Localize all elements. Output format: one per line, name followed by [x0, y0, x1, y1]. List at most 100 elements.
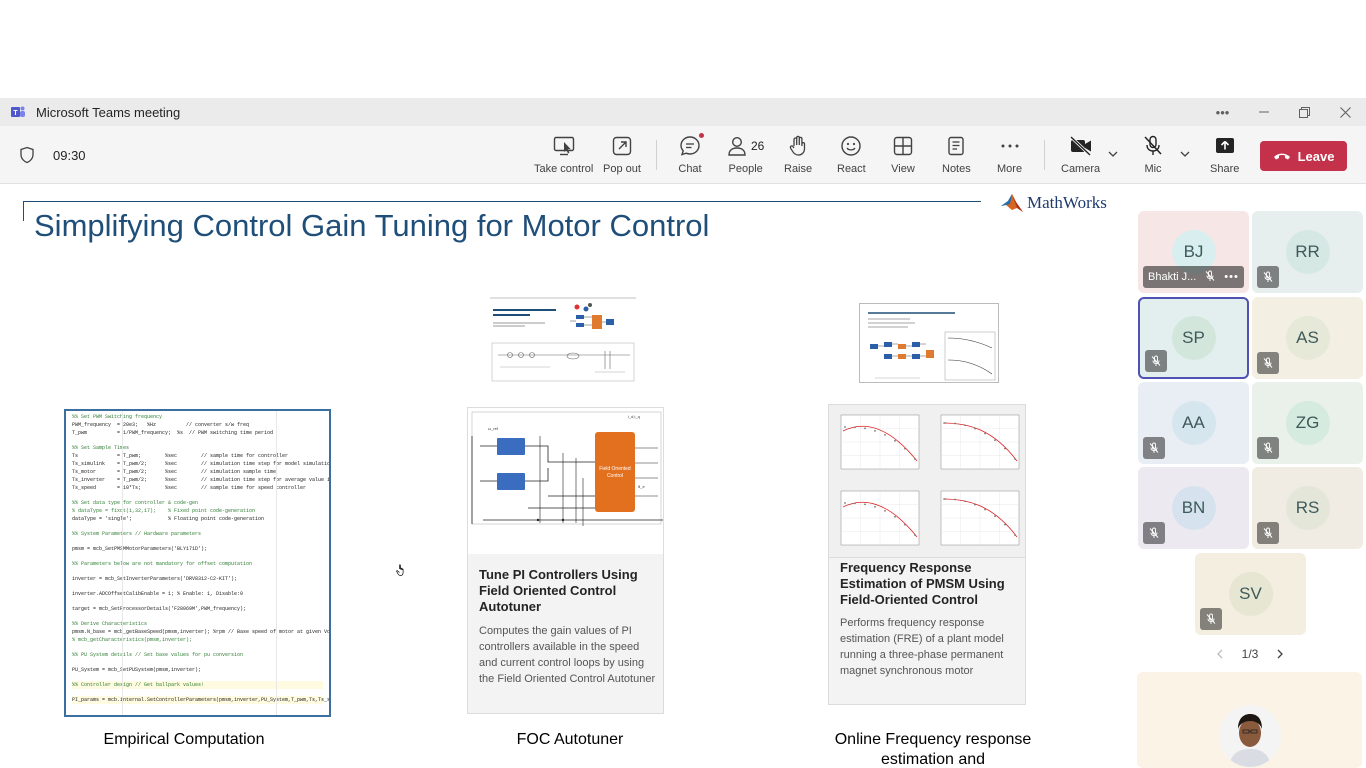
restore-button[interactable] [1284, 98, 1325, 126]
bode-subplot [840, 490, 920, 546]
participant-tile[interactable]: RS [1252, 467, 1363, 549]
code-line: Ts_simulink = T_pwm/2; %sec // simulatio… [72, 461, 331, 467]
code-line: %% PU System details // Set base values … [72, 652, 244, 658]
notes-button[interactable]: Notes [942, 134, 971, 178]
mouse-cursor-icon [396, 564, 404, 576]
chat-unread-badge [698, 132, 705, 139]
camera-options-chevron-down-icon[interactable] [1107, 148, 1119, 160]
bode-plot-grid-graphic [840, 414, 1020, 546]
code-blank-line [72, 674, 323, 681]
take-control-icon [553, 136, 574, 156]
next-page-chevron-icon[interactable] [1275, 648, 1285, 660]
participant-muted-badge [1145, 350, 1167, 372]
pop-out-button[interactable]: Pop out [603, 134, 641, 178]
more-icon [1001, 144, 1019, 148]
mic-off-icon [1206, 613, 1216, 624]
camera-off-icon [1069, 135, 1091, 157]
slide-title-rule [23, 201, 981, 202]
code-line: T_pwm = 1/PWM_frequency; %s // PWM switc… [72, 430, 274, 436]
participant-initials-avatar: ZG [1285, 401, 1330, 445]
chat-icon [680, 136, 700, 156]
share-label: Share [1210, 163, 1240, 175]
mathworks-membrane-icon [1001, 194, 1023, 212]
participant-name: Bhakti J... [1148, 271, 1197, 283]
person-avatar-icon [1219, 705, 1281, 767]
leave-button[interactable]: Leave [1260, 141, 1347, 171]
participant-mic-status [1204, 270, 1216, 285]
view-button[interactable]: View [891, 134, 915, 178]
bode-subplot [940, 414, 1020, 470]
camera-label: Camera [1061, 163, 1101, 175]
teams-logo-icon: T [11, 106, 25, 117]
bode-subplot [840, 414, 920, 470]
code-blank-line [72, 523, 323, 530]
raise-label: Raise [784, 163, 813, 175]
camera-button[interactable]: Camera [1061, 134, 1100, 178]
code-blank-line [72, 568, 323, 575]
self-avatar-photo [1219, 705, 1281, 767]
code-blank-line [72, 689, 323, 696]
self-video-tile[interactable] [1137, 672, 1362, 768]
raise-hand-icon [789, 135, 806, 156]
foc-card-description: Computes the gain values of PI controlle… [479, 625, 656, 685]
participant-tile[interactable]: RR [1252, 211, 1363, 293]
notes-label: Notes [942, 163, 971, 175]
chat-button[interactable]: Chat [678, 132, 705, 178]
foc-block-diagram-graphic: Field Oriented Control ω_ref i_d,i_q θ_e [468, 408, 663, 554]
participant-more-icon[interactable]: ••• [1224, 271, 1239, 283]
simulink-model-thumbnail-graphic [860, 304, 998, 382]
svg-text:θ_e: θ_e [638, 484, 645, 489]
participant-tile[interactable]: SV [1195, 553, 1306, 635]
slide-title-rule-tick [23, 201, 24, 221]
fre-example-card[interactable]: Frequency Response Estimation of PMSM Us… [828, 404, 1026, 705]
code-line: inverter.ADCOffsetCalibEnable = 1; % Ena… [72, 591, 244, 597]
react-button[interactable]: React [837, 134, 866, 178]
shield-icon[interactable] [18, 146, 36, 164]
participant-initials-avatar: AA [1171, 401, 1216, 445]
meeting-timer: 09:30 [53, 148, 86, 163]
mic-button[interactable]: Mic [1141, 134, 1165, 178]
mic-options-chevron-down-icon[interactable] [1179, 148, 1191, 160]
more-label: More [997, 163, 1023, 175]
foc-card-title: Tune PI Controllers Using Field Oriented… [479, 567, 638, 614]
participant-tile[interactable]: AA [1138, 382, 1249, 464]
view-label: View [891, 163, 915, 175]
participant-tile[interactable]: ZG [1252, 382, 1363, 464]
share-button[interactable]: Share [1210, 134, 1239, 178]
participant-initials-avatar: RR [1285, 230, 1330, 274]
code-blank-line [72, 538, 323, 545]
code-line: inverter = mcb_SetInverterParameters('DR… [72, 576, 238, 582]
minimize-button[interactable] [1243, 98, 1284, 126]
people-icon [728, 136, 746, 156]
code-line: %% Set PWM Switching frequency [72, 414, 163, 420]
participant-initials-avatar: SP [1171, 316, 1216, 360]
code-line: dataType = 'single'; % Floating point co… [72, 516, 265, 522]
grid-view-icon [893, 136, 913, 156]
previous-page-chevron-icon[interactable] [1215, 648, 1225, 660]
mic-off-icon [1263, 271, 1273, 282]
more-button[interactable]: More [997, 134, 1022, 178]
svg-text:ω_ref: ω_ref [488, 426, 499, 431]
code-line: Ts_speed = 10*Ts; %sec // sample time fo… [72, 485, 307, 491]
code-line: pmsm = mcb_SetPMSMMotorParameters('BLY17… [72, 546, 208, 552]
participant-tile[interactable]: AS [1252, 297, 1363, 379]
fre-card-description: Performs frequency response estimation (… [840, 617, 1004, 677]
svg-text:Field Oriented: Field Oriented [599, 466, 631, 472]
close-button[interactable] [1325, 98, 1366, 126]
people-button[interactable]: 26 People [727, 134, 764, 178]
take-control-button[interactable]: Take control [534, 134, 593, 178]
foc-autotuner-example-card[interactable]: Field Oriented Control ω_ref i_d,i_q θ_e… [467, 407, 664, 714]
raise-hand-button[interactable]: Raise [784, 134, 812, 178]
chat-label: Chat [678, 163, 702, 175]
people-count: 26 [751, 139, 765, 153]
window-more-icon[interactable]: ••• [1215, 104, 1230, 120]
code-blank-line [72, 598, 323, 605]
participant-tile[interactable]: BN [1138, 467, 1249, 549]
code-blank-line [72, 553, 323, 560]
participant-muted-badge [1257, 266, 1279, 288]
code-line: %% Set data type for controller & code-g… [72, 500, 199, 506]
caption-foc-autotuner: FOC Autotuner [516, 731, 624, 748]
mathworks-logo: MathWorks [1000, 192, 1107, 214]
participant-tile[interactable]: SP [1138, 297, 1249, 379]
